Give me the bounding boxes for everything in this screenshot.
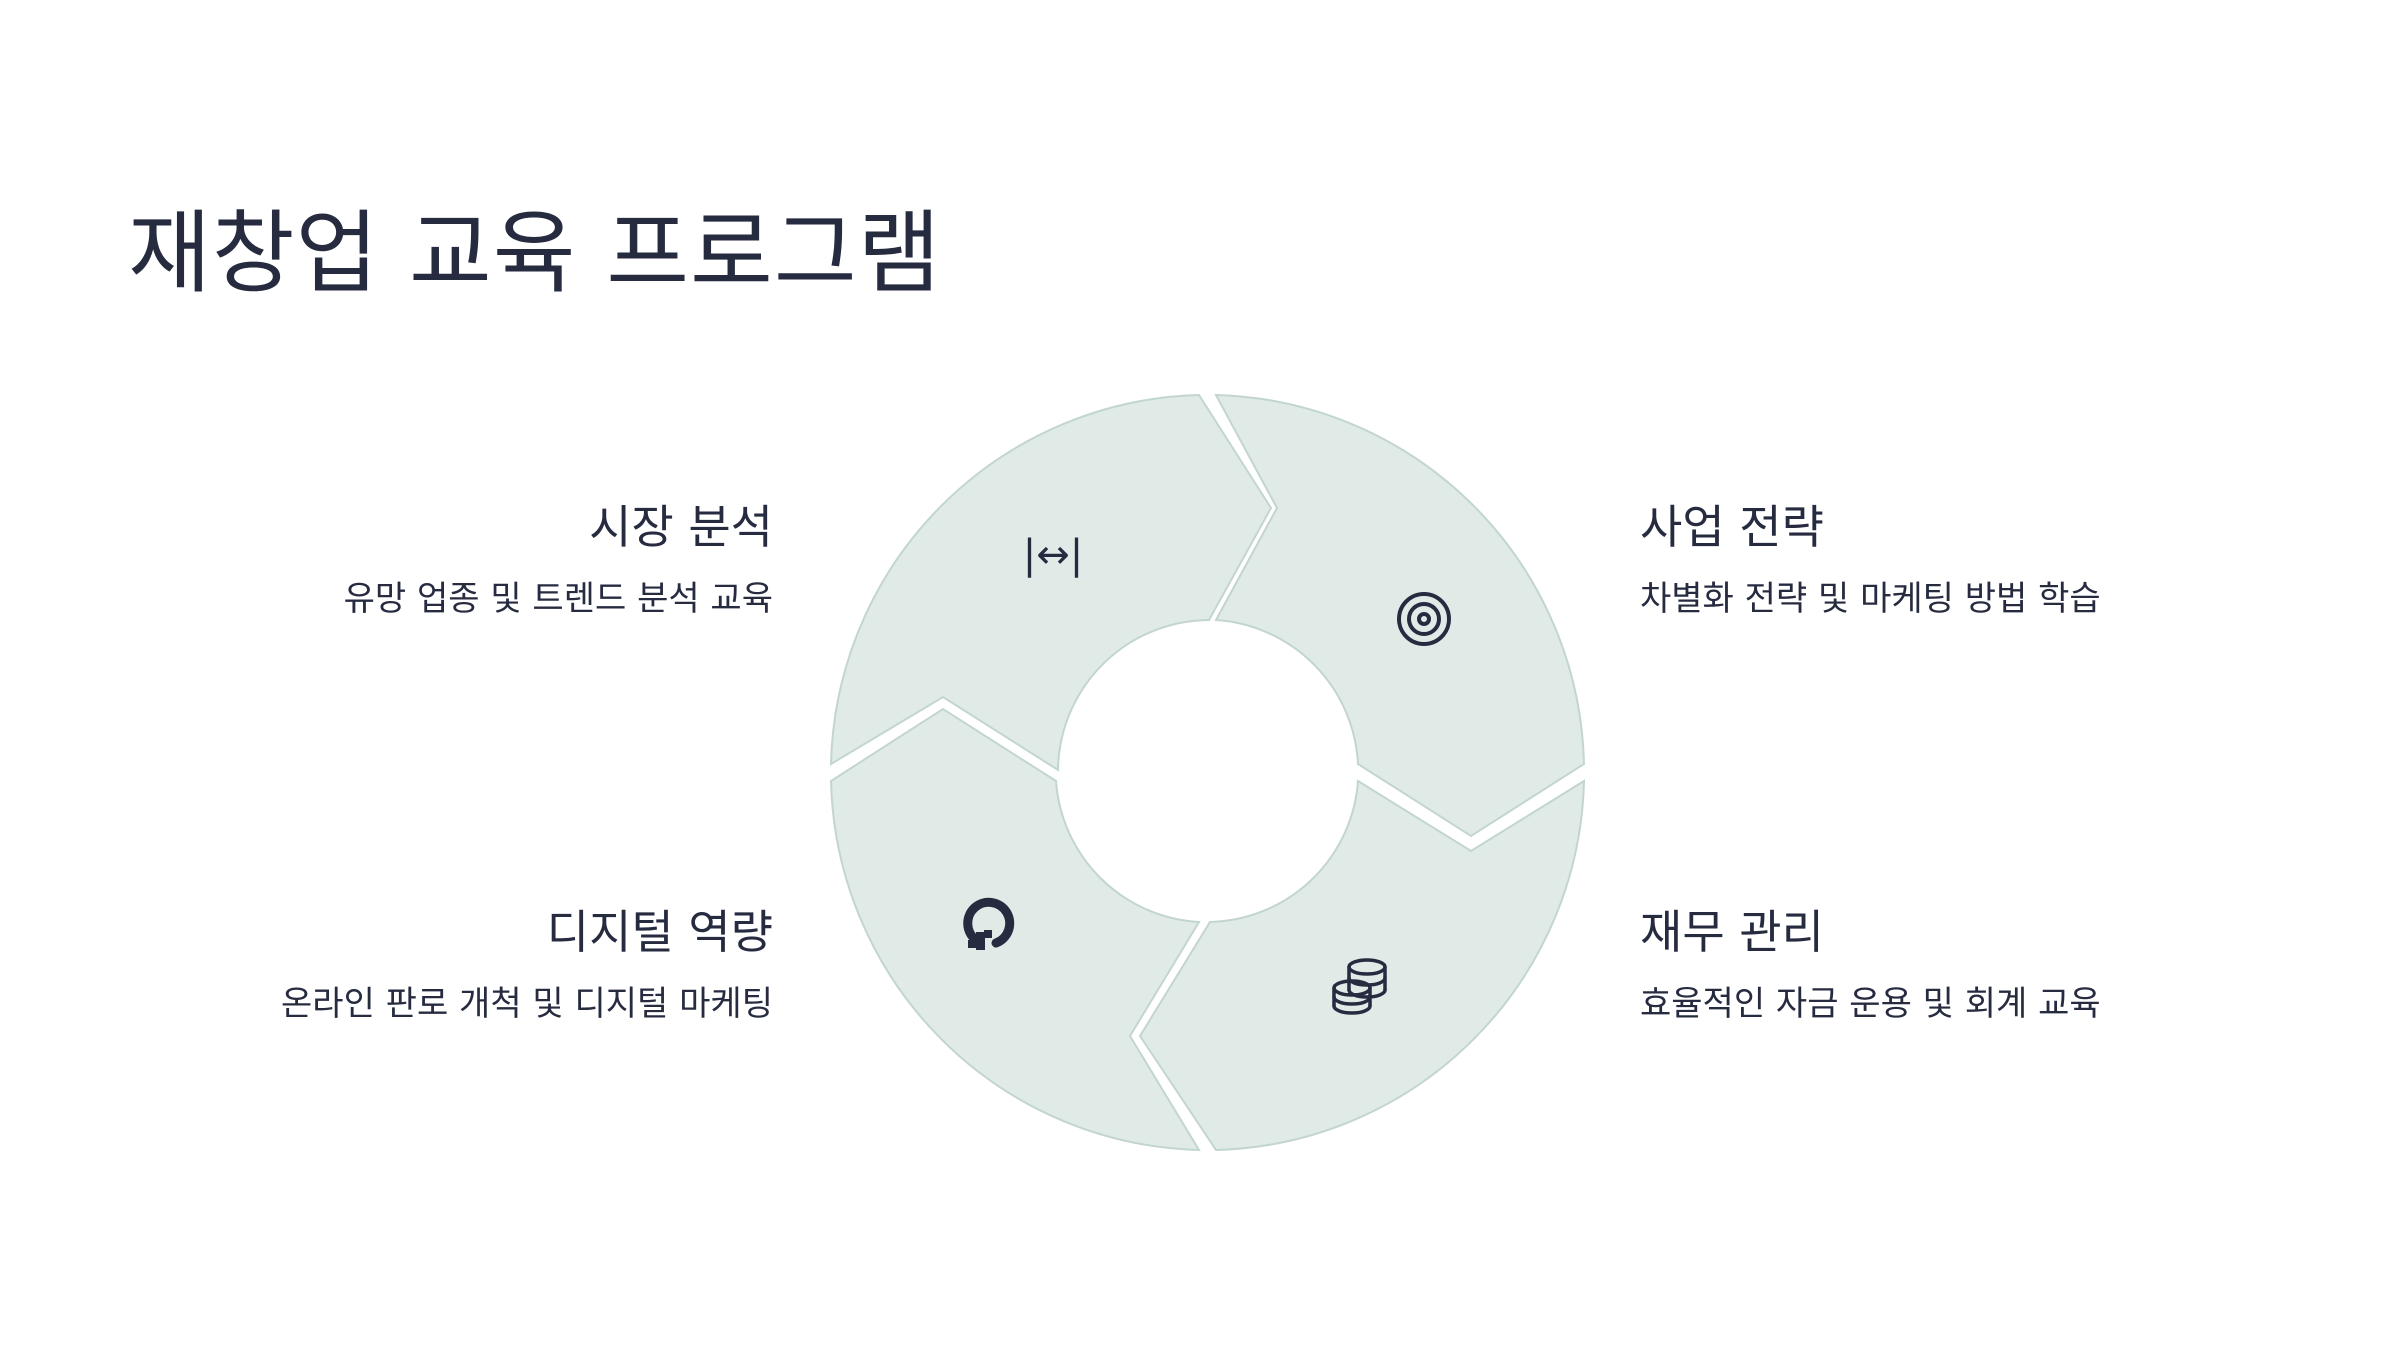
step-financial-management: 재무 관리 효율적인 자금 운용 및 회계 교육 bbox=[1640, 905, 2200, 1026]
step-title: 시장 분석 bbox=[589, 500, 773, 554]
step-title: 사업 전략 bbox=[1640, 500, 1824, 554]
step-title: 재무 관리 bbox=[1640, 905, 1824, 959]
step-business-strategy: 사업 전략 차별화 전략 및 마케팅 방법 학습 bbox=[1640, 500, 2200, 621]
coins-icon bbox=[1332, 958, 1387, 1015]
step-description: 온라인 판로 개척 및 디지털 마케팅 bbox=[281, 984, 773, 1025]
digital-ring-icon bbox=[963, 897, 1015, 950]
step-description: 유망 업종 및 트렌드 분석 교육 bbox=[343, 579, 773, 620]
page-title: 재창업 교육 프로그램 bbox=[128, 201, 942, 306]
cycle-segment-market-analysis bbox=[829, 393, 1273, 772]
target-icon bbox=[1397, 592, 1451, 646]
cycle-segment-financial-management bbox=[1138, 779, 1586, 1152]
step-description: 효율적인 자금 운용 및 회계 교육 bbox=[1640, 984, 2101, 1025]
cycle-segment-digital-capability bbox=[829, 707, 1201, 1152]
step-description: 차별화 전략 및 마케팅 방법 학습 bbox=[1640, 579, 2101, 620]
width-arrows-icon: |↔| bbox=[1023, 532, 1083, 578]
step-title: 디지털 역량 bbox=[546, 905, 773, 959]
step-market-analysis: 시장 분석 유망 업종 및 트렌드 분석 교육 bbox=[213, 500, 773, 621]
step-digital-capability: 디지털 역량 온라인 판로 개척 및 디지털 마케팅 bbox=[213, 905, 773, 1026]
